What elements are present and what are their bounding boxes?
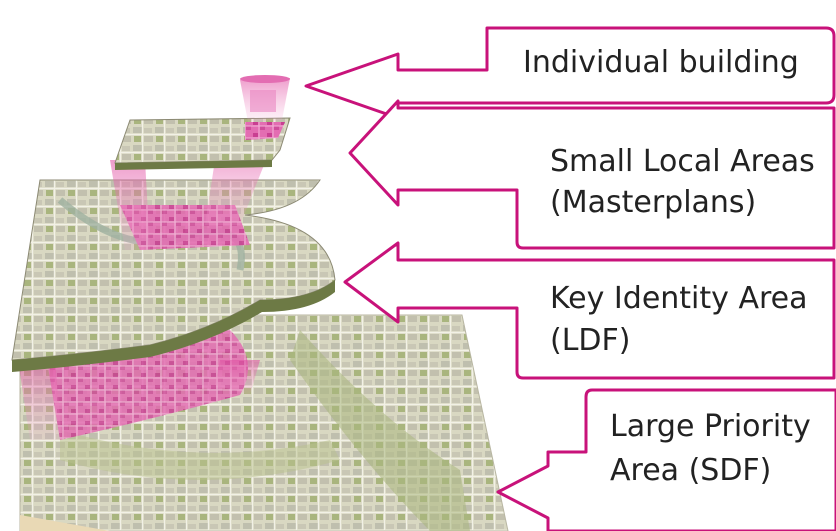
- label-large-priority-area-line2: Area (SDF): [610, 453, 772, 488]
- callout-small-local-areas: [348, 99, 836, 250]
- projection-beam-middle: [110, 150, 270, 250]
- callout-key-identity-area: [343, 241, 836, 380]
- label-large-priority-area-line1: Large Priority: [610, 409, 811, 444]
- projection-beam-lower: [18, 360, 260, 440]
- label-key-identity-area-line1: Key Identity Area: [550, 281, 808, 316]
- label-small-local-areas-line2: (Masterplans): [550, 185, 757, 220]
- callout-large-priority-area: [496, 388, 836, 531]
- label-small-local-areas-line1: Small Local Areas: [550, 144, 815, 179]
- label-key-identity-area-line2: (LDF): [550, 323, 631, 358]
- callout-individual-building: [304, 26, 836, 120]
- small-local-map-layer: [114, 117, 291, 170]
- label-individual-building: Individual building: [523, 45, 799, 80]
- individual-building-layer: [240, 75, 290, 122]
